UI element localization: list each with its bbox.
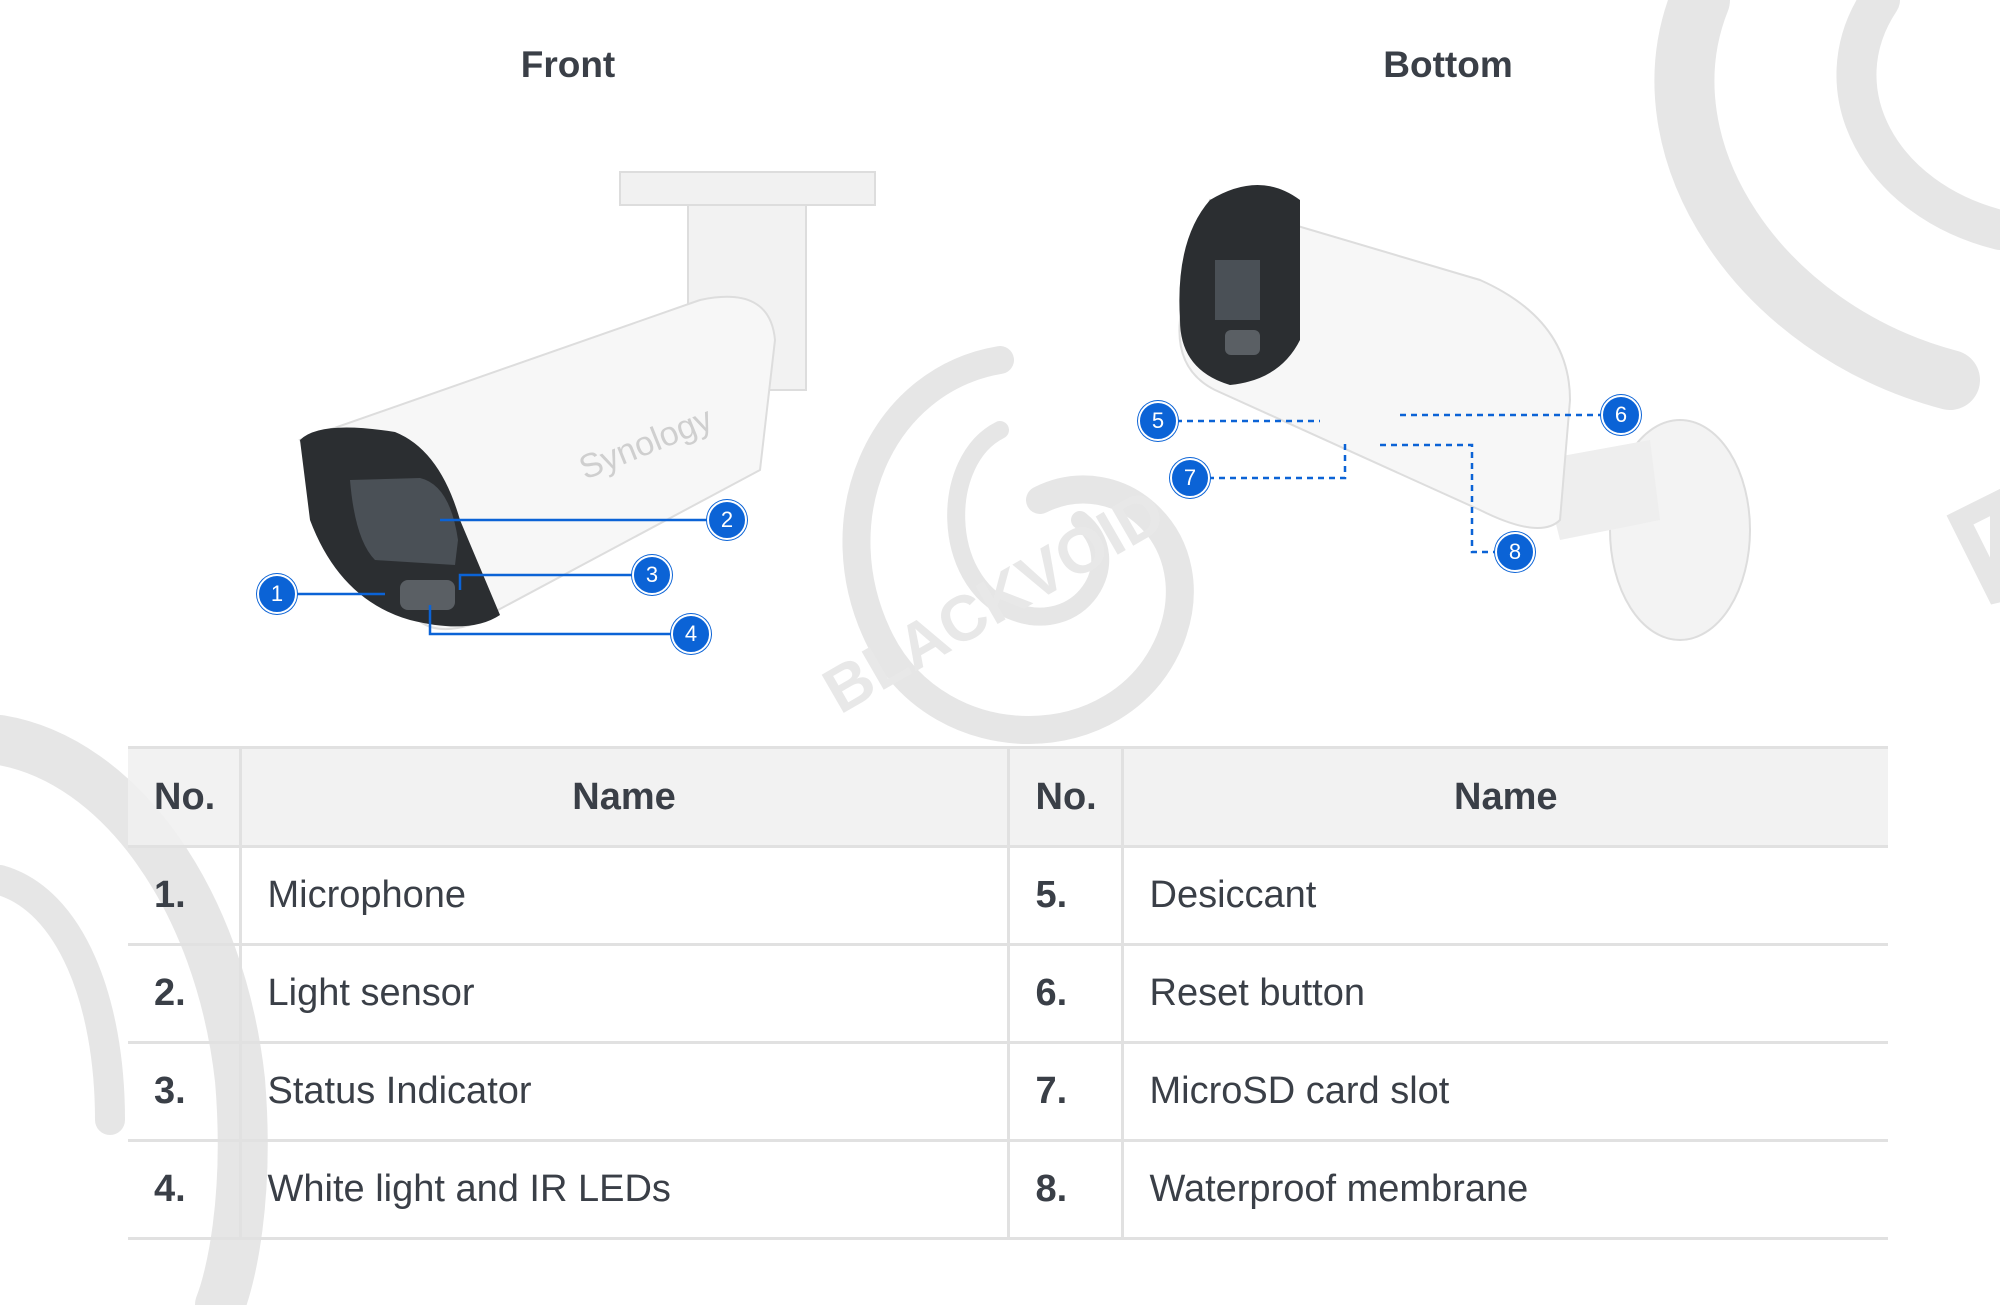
marker-6: 6 — [1601, 395, 1641, 435]
table-row: 3. Status Indicator 7. MicroSD card slot — [128, 1042, 1888, 1142]
part-number: 1. — [128, 846, 240, 946]
part-number: 2. — [128, 944, 240, 1044]
table-header-row: No. Name No. Name — [128, 746, 1888, 848]
front-view-title: Front — [520, 44, 616, 85]
table-row: 4. White light and IR LEDs 8. Waterproof… — [128, 1140, 1888, 1240]
part-name: Microphone — [238, 846, 1008, 946]
part-name: Waterproof membrane — [1120, 1140, 1888, 1240]
part-number: 6. — [1006, 944, 1122, 1044]
parts-table: No. Name No. Name 1. Microphone 5. Desic… — [128, 746, 1888, 1240]
marker-5: 5 — [1138, 401, 1178, 441]
marker-8: 8 — [1495, 532, 1535, 572]
part-number: 7. — [1006, 1042, 1122, 1142]
header-no: No. — [128, 746, 240, 848]
marker-4: 4 — [671, 614, 711, 654]
front-camera-image: Synology — [298, 171, 876, 631]
bottom-leader-lines — [1176, 413, 1603, 554]
part-name: Desiccant — [1120, 846, 1888, 946]
bottom-camera-image — [1178, 185, 1751, 641]
header-name: Name — [1120, 746, 1888, 848]
marker-3: 3 — [632, 555, 672, 595]
marker-7: 7 — [1170, 458, 1210, 498]
part-name: Reset button — [1120, 944, 1888, 1044]
front-leader-lines — [295, 518, 709, 636]
table-row: 2. Light sensor 6. Reset button — [128, 944, 1888, 1044]
part-name: Light sensor — [238, 944, 1008, 1044]
header-no: No. — [1006, 746, 1122, 848]
table-row: 1. Microphone 5. Desiccant — [128, 846, 1888, 946]
part-name: White light and IR LEDs — [238, 1140, 1008, 1240]
marker-1: 1 — [257, 574, 297, 614]
part-number: 3. — [128, 1042, 240, 1142]
camera-diagram: Synology — [295, 171, 1751, 641]
bottom-view-title: Bottom — [1383, 44, 1513, 85]
part-number: 4. — [128, 1140, 240, 1240]
part-number: 5. — [1006, 846, 1122, 946]
header-name: Name — [238, 746, 1008, 848]
part-name: MicroSD card slot — [1120, 1042, 1888, 1142]
marker-2: 2 — [707, 500, 747, 540]
part-name: Status Indicator — [238, 1042, 1008, 1142]
part-number: 8. — [1006, 1140, 1122, 1240]
